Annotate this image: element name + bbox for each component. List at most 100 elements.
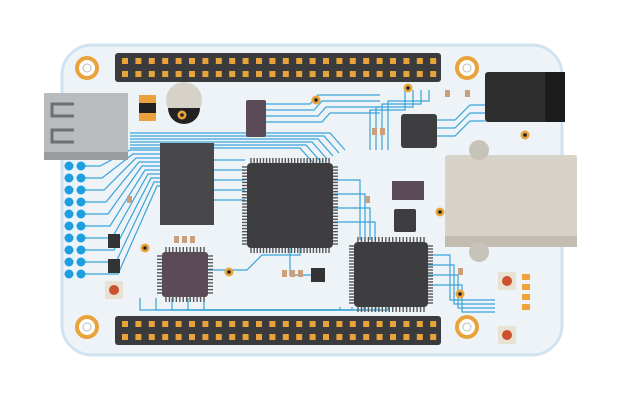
chip-pin [272, 158, 274, 163]
resistor [190, 236, 195, 243]
via-hole [180, 113, 184, 117]
chip-pin [349, 251, 354, 253]
chip-pin [208, 278, 213, 281]
chip-pin [287, 248, 290, 253]
header-pin [256, 71, 262, 77]
trace [333, 193, 366, 240]
gpio-pad [76, 161, 86, 171]
header-pin [336, 321, 343, 327]
chip-pin [325, 158, 327, 163]
transistor [311, 268, 325, 282]
chip-pin [242, 181, 247, 184]
chip-pin [333, 184, 338, 187]
chip-pin [242, 230, 247, 233]
chip-pin [367, 237, 370, 242]
bottom-pin-header [115, 316, 441, 345]
chip-pin [349, 278, 354, 280]
trace [381, 90, 422, 150]
chip-pin [242, 172, 247, 174]
chip-pin [208, 282, 213, 284]
chip-pin [349, 293, 354, 295]
chip-pin [242, 215, 247, 217]
chip-pin [378, 237, 380, 242]
chip-pin [333, 218, 338, 221]
chip-pin [423, 307, 425, 312]
trace [428, 254, 495, 301]
chip-pin [322, 158, 324, 163]
chip-pin [300, 248, 302, 253]
chip-pin [333, 197, 338, 199]
chip-pin [374, 237, 377, 242]
chip-pin [428, 278, 433, 280]
gpio-pad [76, 173, 86, 183]
header-pin [202, 71, 209, 77]
trace [437, 120, 485, 137]
chip-pin [179, 247, 181, 252]
header-pin [215, 321, 222, 327]
small-chip [394, 209, 416, 232]
header-pin [122, 321, 128, 327]
chip-pin [157, 268, 162, 271]
header-pin [309, 321, 316, 327]
trace [130, 141, 328, 160]
usb-slot-icon [50, 102, 74, 144]
chip-pin [275, 248, 277, 253]
chip-pin [208, 292, 213, 294]
chip-pin [157, 265, 162, 267]
header-pin [122, 334, 128, 340]
header-pin [376, 334, 383, 340]
header-pin [403, 58, 410, 64]
header-pin [202, 334, 209, 340]
header-pin [416, 58, 423, 64]
chip-pin [349, 302, 354, 304]
chip-pin [333, 203, 338, 205]
gpio-pad [76, 185, 86, 195]
header-pin [282, 58, 289, 64]
gpio-pad [76, 257, 86, 267]
header-pin [282, 334, 289, 340]
chip-pin [179, 297, 181, 302]
chip-pin [157, 278, 162, 281]
chip-pin [333, 240, 338, 242]
chip-pin [428, 281, 433, 283]
chip-pin [269, 158, 271, 163]
chip-pin [385, 307, 387, 312]
header-pin [162, 334, 169, 340]
chip-pin [157, 262, 162, 264]
header-pin [135, 321, 142, 327]
chip-pin [157, 282, 162, 284]
resistor [290, 270, 295, 277]
header-pin [122, 71, 128, 77]
chip-pin [287, 158, 290, 163]
header-pin [202, 321, 209, 327]
gpio-pad [64, 233, 74, 243]
header-pin [229, 58, 236, 64]
chip-pin [253, 158, 255, 163]
trace [81, 181, 160, 263]
chip-pin [269, 248, 271, 253]
chip-pin [189, 247, 191, 252]
chip-pin [312, 158, 315, 163]
chip-pin [242, 190, 247, 193]
ethernet-latch [469, 140, 489, 160]
left-pad-array [64, 161, 86, 279]
resistor [465, 90, 470, 97]
header-pin [162, 58, 169, 64]
chip-pin [388, 307, 390, 312]
chip-pin [333, 221, 338, 224]
chip-pin [306, 248, 308, 253]
header-pin [296, 71, 303, 77]
header-pin [229, 334, 236, 340]
chip-pin [208, 265, 213, 267]
chip-pin [428, 296, 433, 298]
header-pin [135, 71, 142, 77]
trace [81, 185, 160, 275]
header-pin [148, 71, 155, 77]
header-pin [175, 334, 182, 340]
header-pin [349, 58, 356, 64]
bottom-header-pins [122, 321, 437, 340]
chip-pin [293, 248, 296, 253]
header-pin [148, 334, 155, 340]
chip-pin [428, 254, 433, 256]
chip-pin [168, 247, 171, 252]
